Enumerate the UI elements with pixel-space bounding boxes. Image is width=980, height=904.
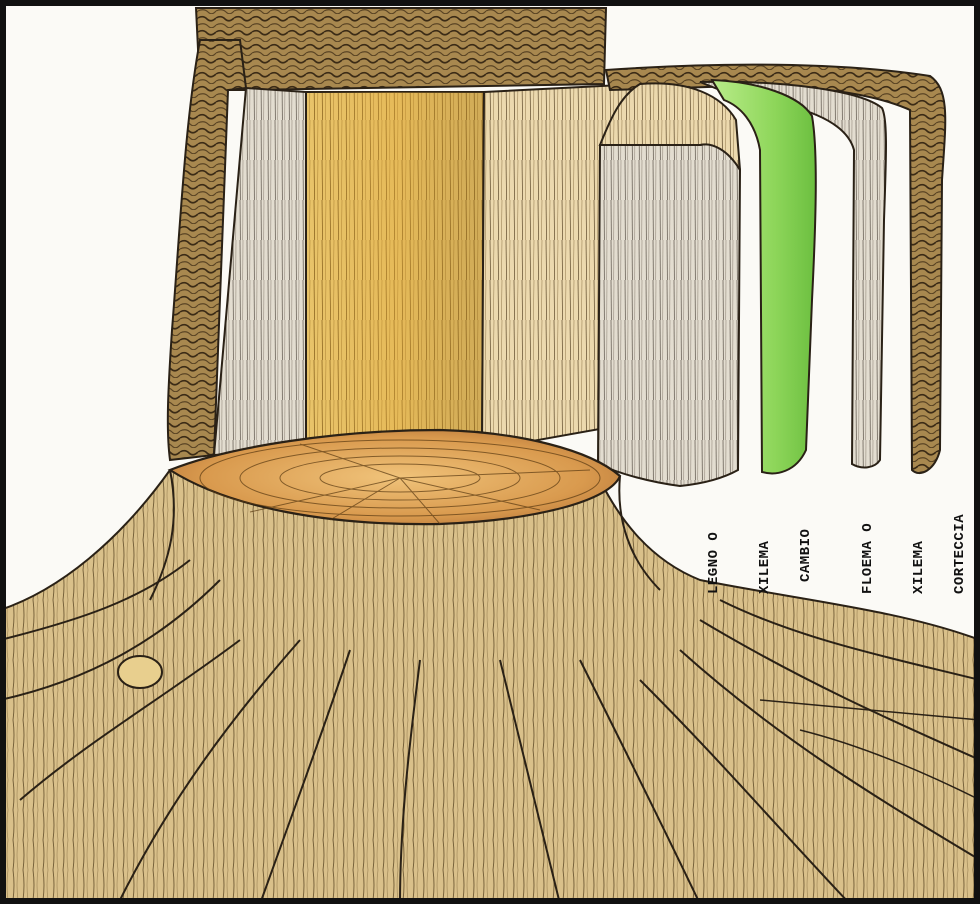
label-line: CORTECCIA [952, 514, 969, 594]
upper-bark [196, 8, 606, 90]
label-line: LEGNO O [706, 532, 723, 594]
label-corteccia: CORTECCIA [918, 514, 980, 594]
label-line: CAMBIO [798, 529, 815, 582]
layer-xylem [598, 144, 740, 486]
label-line: FLOEMA O [860, 523, 877, 594]
label-cambio: CAMBIO [764, 529, 832, 582]
